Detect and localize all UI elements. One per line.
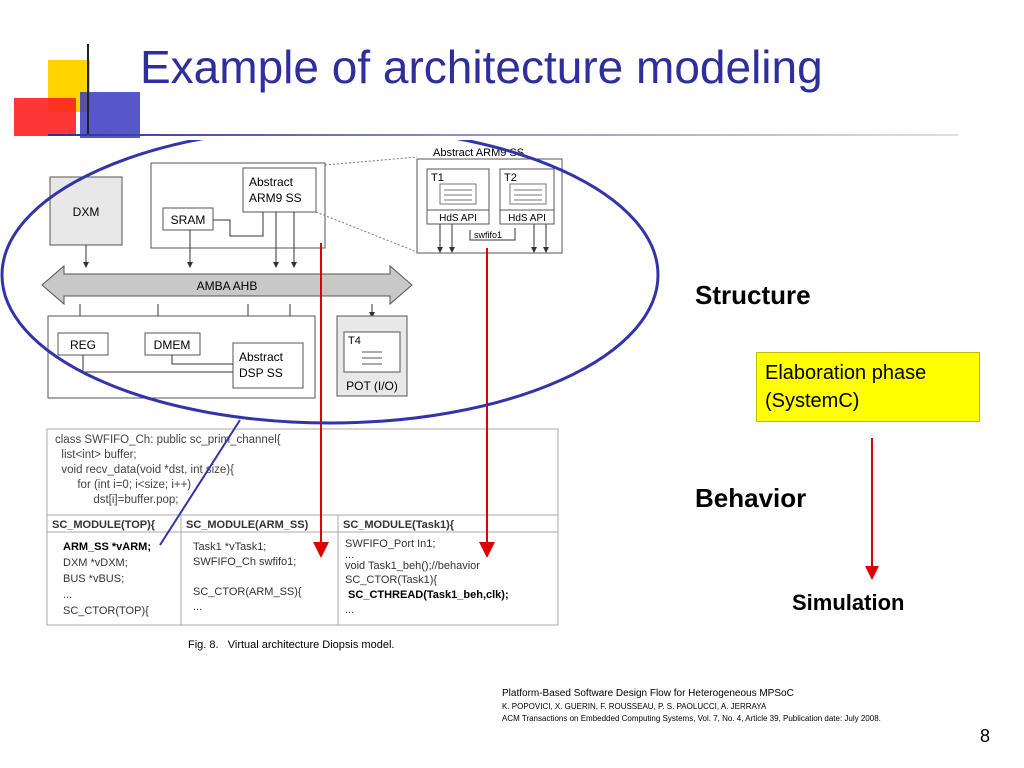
abstract-dsp-label-1: Abstract — [239, 350, 284, 364]
elaboration-line-2: (SystemC) — [765, 390, 860, 412]
code-col1-line: ARM_SS *vARM; — [63, 541, 151, 553]
code-line: class SWFIFO_Ch: public sc_prim_channel{ — [55, 434, 281, 446]
code-col2-line: Task1 *vTask1; — [193, 541, 266, 553]
t1-label: T1 — [431, 172, 444, 184]
code-col2-header: SC_MODULE(ARM_SS) — [186, 519, 309, 531]
code-col3-header: SC_MODULE(Task1){ — [343, 519, 455, 531]
t4-label: T4 — [348, 335, 361, 347]
code-col2-line: SC_CTOR(ARM_SS){ — [193, 586, 302, 598]
reg-label: REG — [70, 338, 96, 352]
code-line: for (int i=0; i<size; i++) — [55, 479, 191, 491]
code-col1-line: DXM *vDXM; — [63, 557, 128, 569]
code-col2-line: ... — [193, 601, 202, 613]
ellipse-pointer-line — [159, 419, 241, 546]
citation-journal: ACM Transactions on Embedded Computing S… — [502, 714, 881, 723]
citation-authors: K. POPOVICI, X. GUERIN, F. ROUSSEAU, P. … — [502, 702, 767, 711]
t2-doc-icon — [509, 183, 547, 205]
code-col3-line: SC_CTHREAD(Task1_beh,clk); — [345, 589, 509, 601]
dmem-label: DMEM — [154, 338, 191, 352]
code-col3-line: ... — [345, 604, 354, 616]
code-col2-line: SWFIFO_Ch swfifo1; — [193, 556, 296, 568]
code-line: dst[i]=buffer.pop; — [55, 494, 179, 506]
detail-title: Abstract ARM9 SS — [433, 147, 524, 159]
slide-title: Example of architecture modeling — [140, 41, 823, 93]
logo-blue-square — [80, 92, 140, 138]
code-line: list<int> buffer; — [55, 449, 137, 461]
simulation-label: Simulation — [792, 590, 905, 615]
abstract-arm9-block — [242, 167, 317, 213]
structure-label: Structure — [695, 280, 811, 310]
sram-label: SRAM — [171, 213, 206, 227]
elaboration-phase-box: Elaboration phase (SystemC) — [756, 352, 980, 422]
code-col3-line: SC_CTOR(Task1){ — [345, 574, 437, 586]
logo-red-square — [14, 98, 76, 136]
sram-block — [162, 207, 214, 231]
title-logo — [14, 44, 140, 138]
pot-io-label: POT (I/O) — [346, 379, 398, 393]
t1-hds-label: HdS API — [439, 213, 477, 224]
t2-label: T2 — [504, 172, 517, 184]
simulation-arrow — [865, 438, 879, 580]
swfifo-label: swfifo1 — [474, 230, 502, 240]
t2-hds-label: HdS API — [508, 213, 546, 224]
elaboration-line-1: Elaboration phase — [765, 362, 927, 384]
code-col1-line: BUS *vBUS; — [63, 573, 124, 585]
code-col3-line: ... — [345, 549, 354, 561]
code-class-lines: class SWFIFO_Ch: public sc_prim_channel{… — [55, 434, 281, 506]
code-col3-line: SWFIFO_Port In1; — [345, 538, 435, 550]
figure-caption: Fig. 8. Virtual architecture Diopsis mod… — [188, 639, 394, 651]
behavior-label: Behavior — [695, 483, 807, 513]
zoom-line-bottom — [315, 211, 418, 253]
code-col1-header: SC_MODULE(TOP){ — [52, 519, 156, 531]
code-modules-box — [46, 514, 559, 626]
architecture-diagram: DXM SRAM Abstract ARM9 SS Abstract ARM9 … — [0, 140, 660, 651]
t1-hds-api — [426, 209, 490, 225]
abstract-dsp-label-2: DSP SS — [239, 366, 283, 380]
dxm-label: DXM — [73, 205, 100, 219]
abstract-dsp-block — [232, 342, 304, 389]
code-col1-line: ... — [63, 589, 72, 601]
t2-hds-api — [499, 209, 555, 225]
page-number: 8 — [980, 726, 991, 746]
title-rule — [48, 134, 958, 136]
citation-title: Platform-Based Software Design Flow for … — [502, 688, 794, 699]
code-col3-line: void Task1_beh();//behavior — [345, 560, 480, 572]
amba-ahb-label: AMBA AHB — [197, 279, 258, 293]
t1-doc-icon — [439, 183, 477, 205]
amba-ahb-bus — [41, 264, 413, 306]
code-line: void recv_data(void *dst, int size){ — [55, 464, 234, 476]
structure-ellipse — [0, 140, 660, 425]
zoom-line-top — [324, 156, 418, 166]
abstract-arm9-label-1: Abstract — [249, 175, 294, 189]
code-class-box — [46, 428, 559, 516]
abstract-arm9-label-2: ARM9 SS — [249, 191, 302, 205]
code-col1-line: SC_CTOR(TOP){ — [63, 605, 149, 617]
